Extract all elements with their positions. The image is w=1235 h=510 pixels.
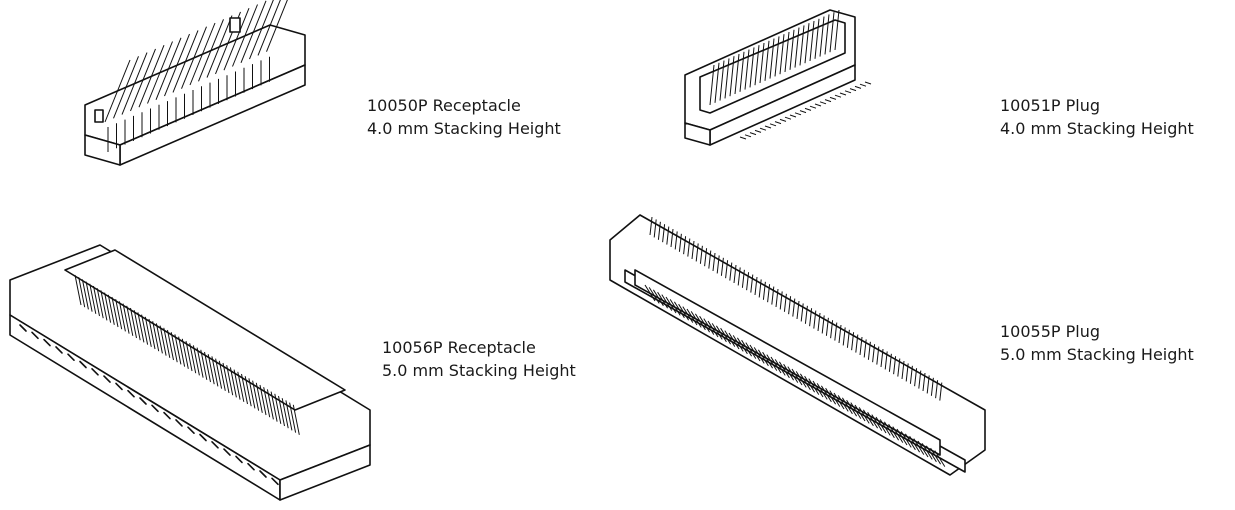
receptacle-10056p-icon bbox=[9, 244, 371, 501]
receptacle-10050p-icon bbox=[84, 0, 306, 166]
stacking-height: 5.0 mm Stacking Height bbox=[1000, 345, 1194, 364]
stacking-height: 4.0 mm Stacking Height bbox=[367, 119, 561, 138]
stacking-height: 4.0 mm Stacking Height bbox=[1000, 119, 1194, 138]
part-number: 10056P Receptacle bbox=[382, 338, 536, 357]
part-number: 10050P Receptacle bbox=[367, 96, 521, 115]
part-number: 10055P Plug bbox=[1000, 322, 1101, 341]
plug-10051p-icon bbox=[684, 9, 872, 146]
connector-10056p: 10056P Receptacle 5.0 mm Stacking Height bbox=[0, 200, 600, 501]
connector-10051p: 10051P Plug 4.0 mm Stacking Height bbox=[600, 0, 1235, 200]
connector-10050p: 10050P Receptacle 4.0 mm Stacking Height bbox=[0, 0, 600, 200]
plug-10055p-icon bbox=[609, 214, 986, 476]
stacking-height: 5.0 mm Stacking Height bbox=[382, 361, 576, 380]
part-number: 10051P Plug bbox=[1000, 96, 1101, 115]
connector-10055p: 10055P Plug 5.0 mm Stacking Height bbox=[600, 200, 1235, 477]
